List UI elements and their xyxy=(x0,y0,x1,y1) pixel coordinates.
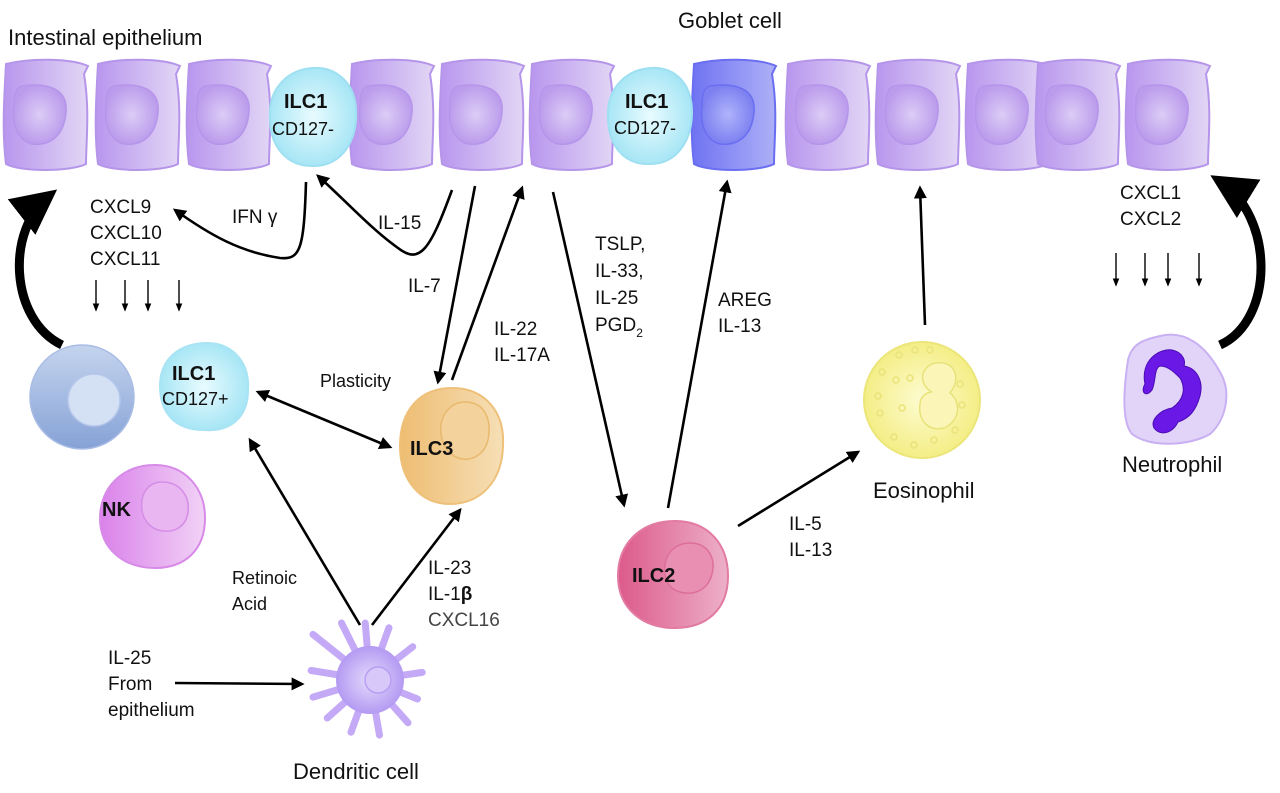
granule xyxy=(895,351,903,359)
il7-arrow xyxy=(433,185,477,385)
cxcl2-label: CXCL2 xyxy=(1120,209,1181,230)
goblet-title: Goblet cell xyxy=(678,8,782,33)
ilc1-b-name: ILC1 xyxy=(625,91,668,113)
retinoic-label: Retinoic xyxy=(232,568,297,588)
il25-epithelium-arrow xyxy=(174,677,305,691)
epithelial-cell xyxy=(1124,58,1212,171)
granule xyxy=(890,433,898,441)
areg-il13-label: IL-13 xyxy=(718,316,761,337)
ilc1-cd127neg-cell-a: ILC1 CD127- xyxy=(268,66,358,168)
epithelial-cell xyxy=(964,58,1052,171)
epithelial-cell xyxy=(874,58,962,171)
il33-label: IL-33, xyxy=(595,261,644,282)
chemokine-gradient-arrows-left xyxy=(92,280,183,312)
areg-label: AREG xyxy=(718,290,772,311)
neutrophil-name: Neutrophil xyxy=(1122,452,1222,477)
ilc2-name: ILC2 xyxy=(632,565,675,587)
plasticity-label: Plasticity xyxy=(320,371,391,391)
il15-arrow xyxy=(316,174,454,256)
granule xyxy=(892,376,900,384)
granule xyxy=(878,368,886,376)
granule xyxy=(910,441,918,449)
nk-name: NK xyxy=(102,499,131,521)
granule xyxy=(926,346,934,354)
cxcl1-label: CXCL1 xyxy=(1120,183,1181,204)
granule xyxy=(876,409,884,417)
epithelial-cell xyxy=(528,58,616,171)
pgd2-label: PGD2 xyxy=(595,315,643,340)
goblet-cell xyxy=(690,58,778,171)
cxcl10-label: CXCL10 xyxy=(90,223,162,244)
granule xyxy=(874,392,882,400)
acid-label: Acid xyxy=(232,594,267,614)
ilc3-name: ILC3 xyxy=(410,438,453,460)
epithelial-layer xyxy=(2,58,1212,171)
ifn-gamma-arrow xyxy=(172,181,308,260)
ilc3-cell: ILC3 xyxy=(398,386,505,506)
il1b-label: IL-1β xyxy=(428,584,472,605)
il5-il13-label: IL-13 xyxy=(789,540,832,561)
recruitment-arrow-left xyxy=(7,189,65,350)
granule xyxy=(906,374,914,382)
granule xyxy=(956,380,964,388)
cxcl9-10-11-labels: CXCL9 CXCL10 CXCL11 xyxy=(90,197,162,270)
ilc1-cd127pos-cell: ILC1 CD127+ xyxy=(158,341,250,432)
cxcl16-label: CXCL16 xyxy=(428,610,500,631)
chemokine-gradient-arrows-right xyxy=(1112,253,1203,287)
granule xyxy=(911,346,919,354)
ifn-gamma-label: IFN γ xyxy=(232,207,278,228)
cxcl9-label: CXCL9 xyxy=(90,197,151,218)
neutrophil-cell: Neutrophil xyxy=(1122,333,1228,477)
from-label: From xyxy=(108,674,152,695)
tslp-arrow xyxy=(551,191,629,508)
dendritic-cell: Dendritic cell xyxy=(293,619,426,784)
granule xyxy=(951,426,959,434)
il7-label: IL-7 xyxy=(408,276,441,297)
il22-arrow xyxy=(450,185,525,381)
granule xyxy=(958,401,966,409)
blue-immune-cell xyxy=(29,344,135,450)
il5-label: IL-5 xyxy=(789,514,822,535)
epithelial-cell xyxy=(2,58,90,171)
epithelial-cell xyxy=(94,58,182,171)
il23-labels: IL-23 IL-1β CXCL16 xyxy=(428,558,500,631)
il25-label: IL-25 xyxy=(595,288,638,309)
plasticity-arrow xyxy=(255,390,393,449)
cxcl11-label: CXCL11 xyxy=(90,249,160,270)
il22-label: IL-22 xyxy=(494,319,537,340)
epithelial-cell xyxy=(784,58,872,171)
dendritic-cell-name: Dendritic cell xyxy=(293,759,419,784)
ilc1-a-name: ILC1 xyxy=(284,91,327,113)
ilc2-cell: ILC2 xyxy=(616,519,730,630)
recruitment-arrow-right xyxy=(1210,175,1266,350)
ilc1-cd127neg-cell-b: ILC1 CD127- xyxy=(606,66,694,166)
eosinophil-cell: Eosinophil xyxy=(863,341,981,503)
epithelium-title: Intestinal epithelium xyxy=(8,25,202,50)
epithelial-cell xyxy=(438,58,526,171)
granule xyxy=(930,436,938,444)
tslp-labels: TSLP, IL-33, IL-25 PGD2 xyxy=(595,234,645,340)
ilc1-lp-name: ILC1 xyxy=(172,363,215,385)
epithelium-label: epithelium xyxy=(108,700,195,721)
epithelial-cell xyxy=(348,58,436,171)
il23-label: IL-23 xyxy=(428,558,471,579)
areg-arrow xyxy=(666,179,732,509)
il17a-label: IL-17A xyxy=(494,345,550,366)
il15-label: IL-15 xyxy=(378,213,421,234)
retinoic-acid-arrow xyxy=(248,437,362,626)
ilc1-b-marker: CD127- xyxy=(614,118,676,138)
granule xyxy=(898,404,906,412)
eosinophil-name: Eosinophil xyxy=(873,478,975,503)
ilc1-a-marker: CD127- xyxy=(272,119,334,139)
nk-cell: NK xyxy=(98,463,207,570)
il23-arrow xyxy=(370,507,462,626)
eosinophil-to-epithelium-arrow xyxy=(913,185,927,326)
tslp-label: TSLP, xyxy=(595,234,645,255)
epithelial-cell xyxy=(1034,58,1122,171)
il25-epi-label: IL-25 xyxy=(108,648,151,669)
ilc1-lp-marker: CD127+ xyxy=(162,389,229,409)
il5-arrow xyxy=(737,450,861,528)
epithelial-cell xyxy=(185,58,273,171)
